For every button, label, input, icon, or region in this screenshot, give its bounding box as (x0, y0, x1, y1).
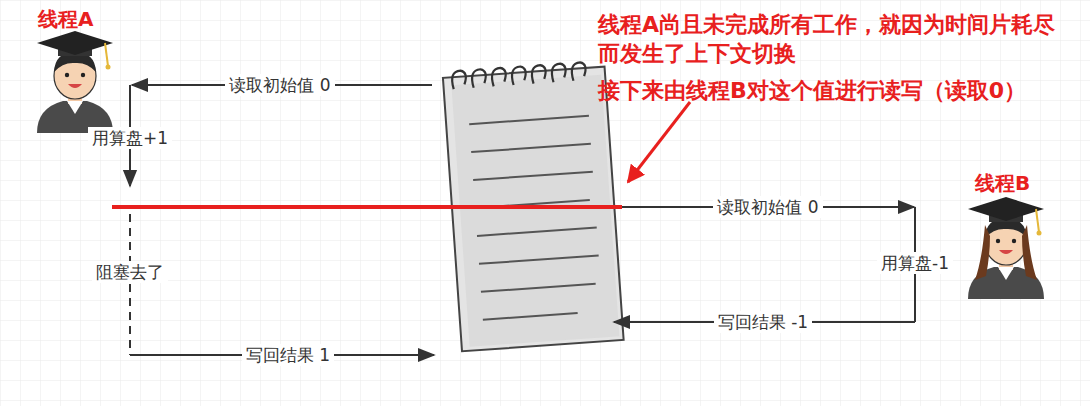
note-text: 线程A尚且未完成所有工作，就因为时间片耗尽而发生了上下文切换 (598, 10, 1068, 68)
student-figure (968, 197, 1044, 299)
step-label: 用算盘+1 (88, 127, 172, 149)
hair (975, 225, 1037, 280)
step-label: 用算盘-1 (877, 252, 953, 274)
thread-name: 线程B (975, 170, 1030, 197)
step-label: 阻塞去了 (92, 261, 168, 283)
thread-figure: 线程B (975, 170, 1030, 197)
step-label: 写回结果 1 (242, 344, 334, 366)
thread-figure: 线程A (38, 6, 93, 33)
student-figure (37, 31, 113, 133)
step-label: 写回结果 -1 (714, 311, 812, 333)
switch-line (112, 205, 622, 209)
thread-name: 线程A (38, 6, 93, 33)
step-label: 读取初始值 0 (713, 196, 822, 218)
note-text: 接下来由线程B对这个值进行读写（读取0） (598, 76, 1026, 105)
callout-arrow (628, 102, 690, 182)
flow-lines (130, 85, 915, 355)
step-label: 读取初始值 0 (225, 74, 334, 96)
